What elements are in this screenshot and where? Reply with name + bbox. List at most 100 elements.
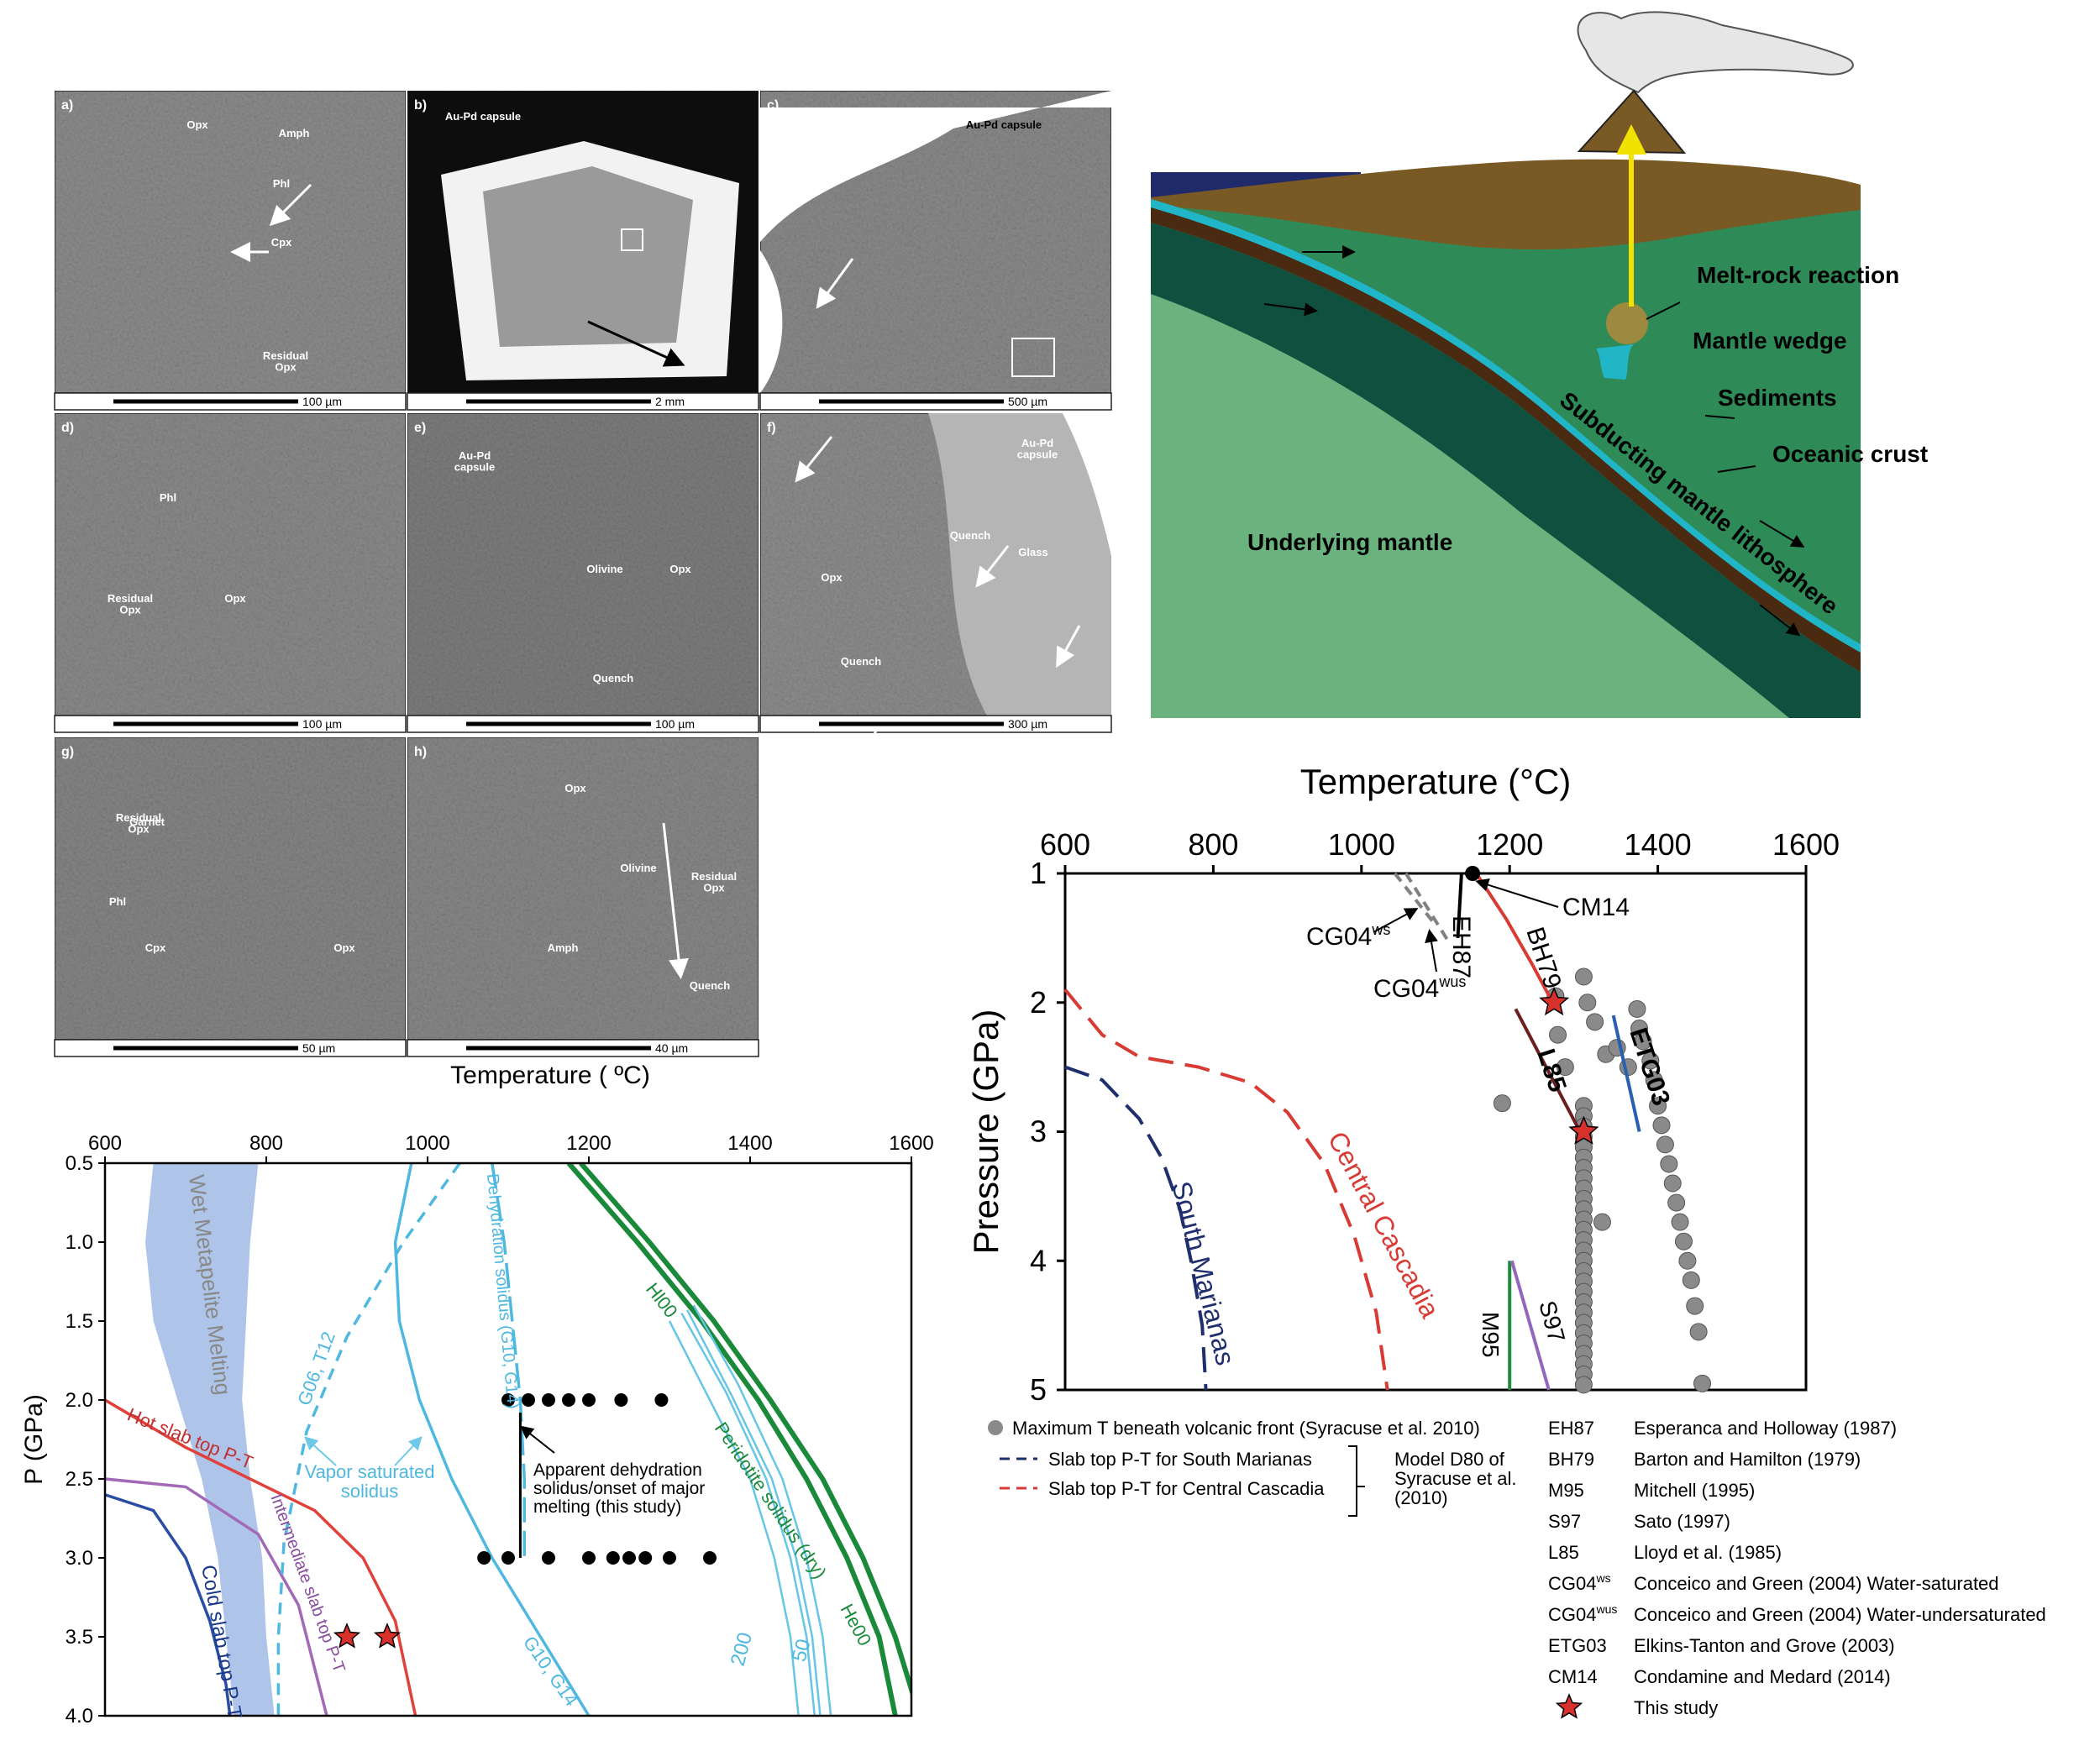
phase-label: Quench xyxy=(593,672,633,684)
y-tick-label: 2 xyxy=(1030,985,1047,1020)
series-hl00 xyxy=(566,1163,898,1716)
panel-letter: h) xyxy=(414,745,427,759)
x-tick-label: 600 xyxy=(88,1132,122,1155)
phase-label: Quench xyxy=(841,655,881,668)
melt-rock-reaction-blob xyxy=(1606,302,1648,344)
inset-box xyxy=(621,228,643,251)
underlying-mantle-label: Underlying mantle xyxy=(1247,529,1452,555)
label-cg04ws: CG04ws xyxy=(1306,921,1390,951)
phase-label: Opx xyxy=(821,571,843,584)
y-tick-label: 3.5 xyxy=(66,1626,93,1649)
x-tick-label: 1000 xyxy=(1328,827,1395,862)
scale-bar-label: 100 µm xyxy=(302,717,342,731)
leader-arrow xyxy=(1425,929,1438,973)
series-s97 xyxy=(1509,1260,1551,1391)
legend-ref-abbr: CM14 xyxy=(1548,1666,1598,1687)
leader-line xyxy=(1717,465,1756,473)
experiment-point xyxy=(654,1393,669,1407)
quench-region xyxy=(928,413,1111,716)
plot-frame xyxy=(103,1161,913,1717)
overriding-plate xyxy=(1151,159,1861,249)
y-tick-label: 1.0 xyxy=(66,1231,93,1254)
series-eh87 xyxy=(1456,873,1463,939)
series-central-cascadia xyxy=(1063,988,1389,1391)
series-g10-g14 xyxy=(393,1163,591,1716)
x-tick-label: 600 xyxy=(1040,827,1090,862)
melt-channel xyxy=(1596,344,1634,380)
cm14-point xyxy=(1465,866,1481,881)
syracuse-point xyxy=(1671,1213,1689,1231)
phase-label: Opx xyxy=(333,941,355,954)
legend-dot xyxy=(988,1420,1003,1435)
contour-line xyxy=(685,1309,822,1716)
leader-arrow xyxy=(1373,908,1419,933)
phase-label: Olivine xyxy=(620,862,656,874)
phase-label: Opx xyxy=(564,782,586,794)
experiment-point xyxy=(582,1551,596,1565)
legend-ref-abbr: L85 xyxy=(1548,1542,1579,1563)
syracuse-point xyxy=(1645,1071,1663,1089)
series-cold-slab-top-p-t xyxy=(105,1493,232,1716)
phase-label: Quench xyxy=(690,979,730,992)
phase-label: Opx xyxy=(669,563,691,575)
phase-label: Opx xyxy=(186,118,208,131)
series-south-marianas xyxy=(1064,1065,1208,1391)
x-tick-label: 800 xyxy=(1188,827,1238,862)
syracuse-point xyxy=(1656,1135,1674,1154)
syracuse-point xyxy=(1689,1323,1708,1341)
series-200 xyxy=(668,1320,800,1716)
phase-label: Phl xyxy=(273,177,290,190)
syracuse-point xyxy=(1678,1251,1697,1270)
series-cg04ws xyxy=(1393,872,1437,926)
experiment-point xyxy=(663,1551,676,1565)
legend-ref-full: Elkins-Tanton and Grove (2003) xyxy=(1634,1635,1895,1656)
panel-letter: g) xyxy=(61,745,74,759)
capsule-edge xyxy=(760,250,783,393)
syracuse-point xyxy=(1593,1213,1611,1231)
label-dehydration-solidus: Dehydration solidus (G10, G14) xyxy=(483,1173,522,1410)
syracuse-point xyxy=(1652,1116,1671,1135)
legend-cascadia-label: Slab top P-T for Central Cascadia xyxy=(1048,1478,1325,1499)
panel-letter: c) xyxy=(767,98,779,113)
label-peridotite-solidus: Peridotite solidus (dry) xyxy=(711,1418,831,1582)
panel-letter: e) xyxy=(414,421,426,435)
sem-image xyxy=(54,90,407,394)
legend-ref-abbr: BH79 xyxy=(1548,1449,1594,1470)
experiment-point xyxy=(522,1393,535,1407)
x-tick-label: 1400 xyxy=(727,1132,772,1155)
capsule-white xyxy=(1063,413,1111,556)
plate-motion-arrow xyxy=(1759,520,1805,548)
label-s97: S97 xyxy=(1534,1298,1570,1345)
syracuse-point xyxy=(1693,1374,1712,1392)
leader-arrow xyxy=(1475,878,1559,908)
leader-arrow xyxy=(519,1425,555,1454)
legend-ref-abbr: CG04wus xyxy=(1548,1602,1617,1625)
x-axis-title: Temperature ( ºC) xyxy=(450,1062,650,1089)
mantle-wedge-label: Mantle wedge xyxy=(1693,328,1847,354)
phase-label: Cpx xyxy=(145,941,166,954)
panel-letter: b) xyxy=(414,98,427,113)
scale-bar-label: 50 µm xyxy=(302,1041,335,1055)
pointer-arrow xyxy=(975,545,1010,588)
leader-arrow xyxy=(394,1436,423,1466)
wet-metapelite-band xyxy=(145,1163,275,1716)
experiment-point xyxy=(606,1551,620,1565)
label-cg04wus: CG04wus xyxy=(1373,973,1466,1003)
x-tick-label: 1600 xyxy=(1772,827,1840,862)
syracuse-point xyxy=(1574,1376,1593,1394)
experiment-point xyxy=(542,1393,555,1407)
x-axis-title: Temperature (°C) xyxy=(1300,762,1572,801)
scale-bar-label: 100 µm xyxy=(302,395,342,408)
scale-bar-label: 300 µm xyxy=(1008,717,1047,731)
